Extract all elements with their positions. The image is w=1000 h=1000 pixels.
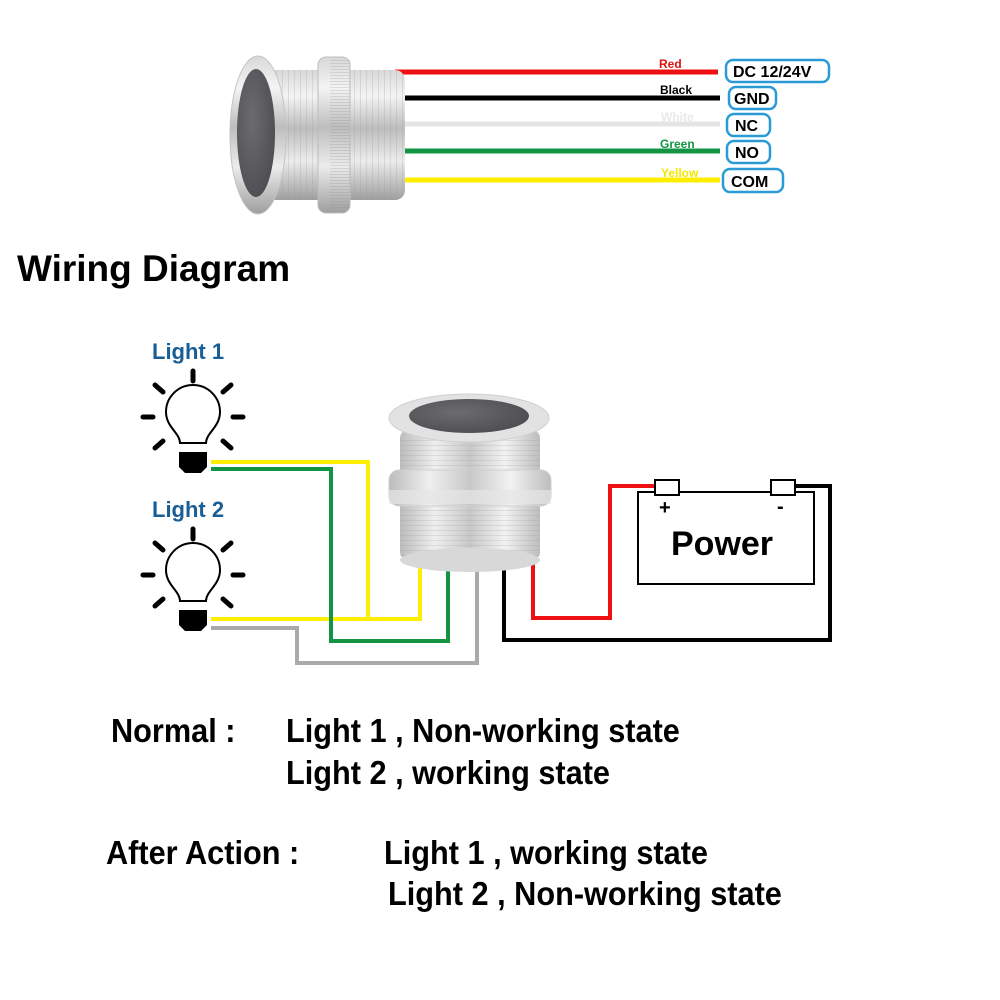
light-2-label: Light 2	[152, 497, 224, 522]
after-action-line-1: Light 1 , working state	[384, 834, 708, 871]
product-front-view	[388, 393, 552, 572]
after-action-line-2: Light 2 , Non-working state	[388, 875, 782, 912]
wire-green-light1	[211, 467, 450, 643]
wire-red-power	[531, 484, 655, 620]
lightbulb-icon	[140, 526, 246, 631]
wire-label-black: Black	[660, 83, 692, 97]
pin-label-gnd: GND	[734, 91, 770, 108]
lightbulb-icon	[140, 368, 246, 473]
wire-label-white: White	[661, 110, 694, 124]
pin-label-com: COM	[731, 174, 768, 191]
positive-terminal	[654, 479, 680, 496]
wire-gray-light2	[211, 570, 479, 665]
wire-label-red: Red	[659, 57, 682, 71]
wire-yellow-common	[211, 562, 422, 621]
page-title: Wiring Diagram	[17, 248, 291, 289]
light-1-label: Light 1	[152, 339, 224, 364]
wire-black-power	[502, 484, 832, 642]
negative-sign: -	[777, 496, 784, 518]
normal-line-2: Light 2 , working state	[286, 754, 610, 791]
positive-sign: +	[659, 497, 671, 519]
pin-box-nc: NC	[725, 112, 772, 138]
pin-label-nc: NC	[735, 118, 759, 135]
wire-label-yellow: Yellow	[661, 166, 699, 180]
power-label: Power	[671, 525, 773, 563]
negative-terminal	[770, 479, 796, 496]
after-action-heading: After Action :	[106, 834, 300, 871]
normal-line-1: Light 1 , Non-working state	[286, 712, 680, 749]
wire-label-green: Green	[660, 137, 695, 151]
pin-box-no: NO	[725, 139, 772, 165]
pin-label-no: NO	[735, 145, 759, 162]
product-side-view	[229, 55, 720, 215]
power-supply: + - Power	[637, 479, 815, 585]
pin-box-gnd: GND	[727, 85, 778, 111]
pin-box-dc: DC 12/24V	[724, 58, 831, 84]
normal-heading: Normal :	[111, 712, 236, 749]
wire-yellow-light1	[211, 460, 370, 619]
pin-label-dc: DC 12/24V	[733, 64, 812, 81]
pin-box-com: COM	[721, 167, 785, 194]
